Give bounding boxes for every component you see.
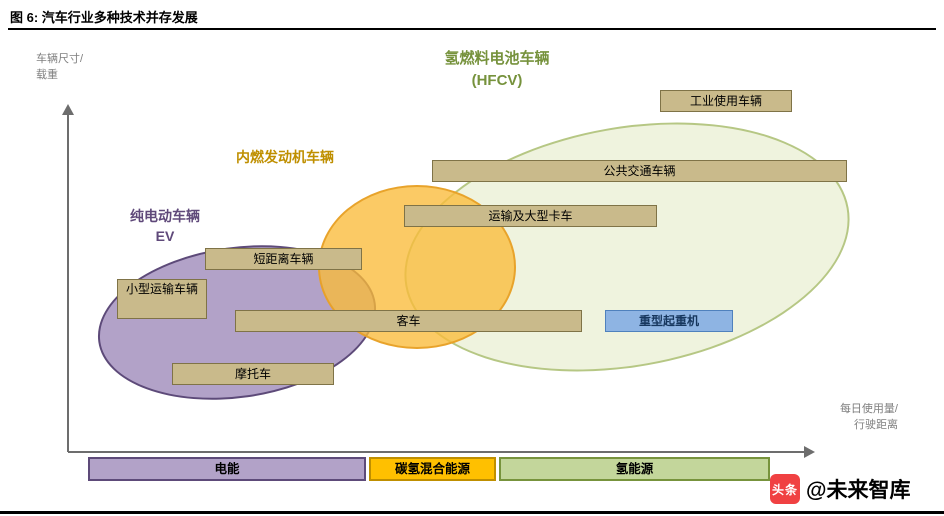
- legend-hydrogen-energy: 氢能源: [499, 457, 770, 481]
- vehicle-box-short-distance: 短距离车辆: [205, 248, 362, 270]
- ice-region-label: 内燃发动机车辆: [236, 149, 334, 165]
- legend-hydrocarbon-hybrid-energy: 碳氢混合能源: [369, 457, 496, 481]
- watermark-handle: @未来智库: [806, 479, 911, 502]
- y-axis: [67, 114, 69, 452]
- ev-region-label: 纯电动车辆 EV: [130, 208, 200, 244]
- vehicle-box-motorcycle: 摩托车: [172, 363, 334, 385]
- vehicle-box-small-transport: 小型运输车辆: [117, 279, 207, 319]
- vehicle-box-large-trucks: 运输及大型卡车: [404, 205, 657, 227]
- vehicle-box-heavy-crane: 重型起重机: [605, 310, 733, 332]
- x-axis-label: 每日使用量/ 行驶距离: [839, 403, 898, 431]
- figure-title: 图 6: 汽车行业多种技术并存发展: [10, 10, 198, 25]
- toutiao-logo-icon: 头条: [770, 474, 800, 504]
- watermark: 头条 @未来智库: [770, 474, 910, 504]
- y-axis-label: 车辆尺寸/ 载重: [36, 53, 84, 81]
- hfcv-region-label: 氢燃料电池车辆 (HFCV): [444, 50, 550, 89]
- vehicle-box-industrial: 工业使用车辆: [660, 90, 792, 112]
- vehicle-box-public-transport: 公共交通车辆: [432, 160, 847, 182]
- y-axis-arrow-icon: [62, 104, 74, 115]
- x-axis-arrow-icon: [804, 446, 815, 458]
- header-divider: [8, 28, 936, 30]
- x-axis: [68, 451, 806, 453]
- bottom-divider: [0, 511, 944, 514]
- vehicle-box-bus: 客车: [235, 310, 582, 332]
- legend-electric-energy: 电能: [88, 457, 366, 481]
